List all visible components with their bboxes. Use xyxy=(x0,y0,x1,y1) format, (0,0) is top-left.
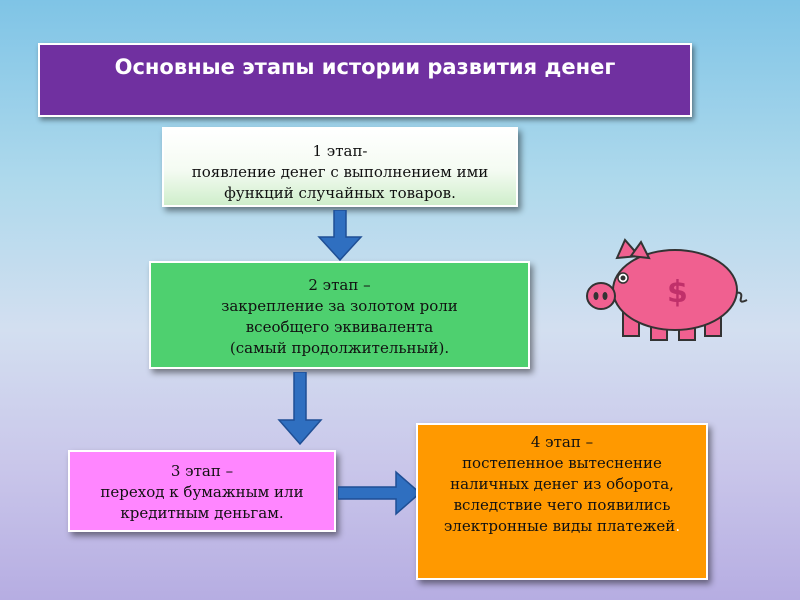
title-banner: Основные этапы истории развития денег xyxy=(38,43,692,117)
stage-1-box: 1 этап- появление денег с выполнением им… xyxy=(162,127,518,207)
svg-text:$: $ xyxy=(667,275,688,310)
stage-3-line-3: кредитным деньгам. xyxy=(120,504,284,522)
stage-2-line-2: закрепление за золотом роли xyxy=(221,297,458,315)
stage-4-line-5: электронные виды платежей xyxy=(443,517,676,535)
piggy-bank-icon: $ xyxy=(586,238,748,341)
arrow-right-icon xyxy=(338,470,422,516)
stage-4-trailing-dot: . xyxy=(675,517,681,535)
stage-2-box: 2 этап – закрепление за золотом роли все… xyxy=(149,261,530,369)
stage-2-line-3: всеобщего эквивалента xyxy=(245,318,434,336)
stage-3-line-2: переход к бумажным или xyxy=(100,483,304,501)
stage-1-line-3: функций случайных товаров. xyxy=(224,184,456,202)
stage-2-line-4: (самый продолжительный). xyxy=(229,339,450,357)
stage-1-line-1: 1 этап- xyxy=(312,142,368,160)
stage-4-line-3: наличных денег из оборота, xyxy=(450,475,674,493)
arrow-down-icon xyxy=(317,210,363,262)
stage-4-line-2: постепенное вытеснение xyxy=(462,454,662,472)
stage-3-line-1: 3 этап – xyxy=(170,462,234,480)
stage-4-line-5-wrap: электронные виды платежей. xyxy=(444,516,680,537)
stage-4-line-4: вследствие чего появились xyxy=(453,496,671,514)
stage-1-line-2: появление денег с выполнением ими xyxy=(191,163,489,181)
stage-2-line-1: 2 этап – xyxy=(308,276,371,294)
slide-title: Основные этапы истории развития денег xyxy=(114,55,616,79)
arrow-down-icon xyxy=(277,372,323,446)
stage-3-box: 3 этап – переход к бумажным или кредитны… xyxy=(68,450,336,532)
stage-4-box: 4 этап – постепенное вытеснение наличных… xyxy=(416,423,708,580)
stage-4-line-1: 4 этап – xyxy=(530,433,594,451)
